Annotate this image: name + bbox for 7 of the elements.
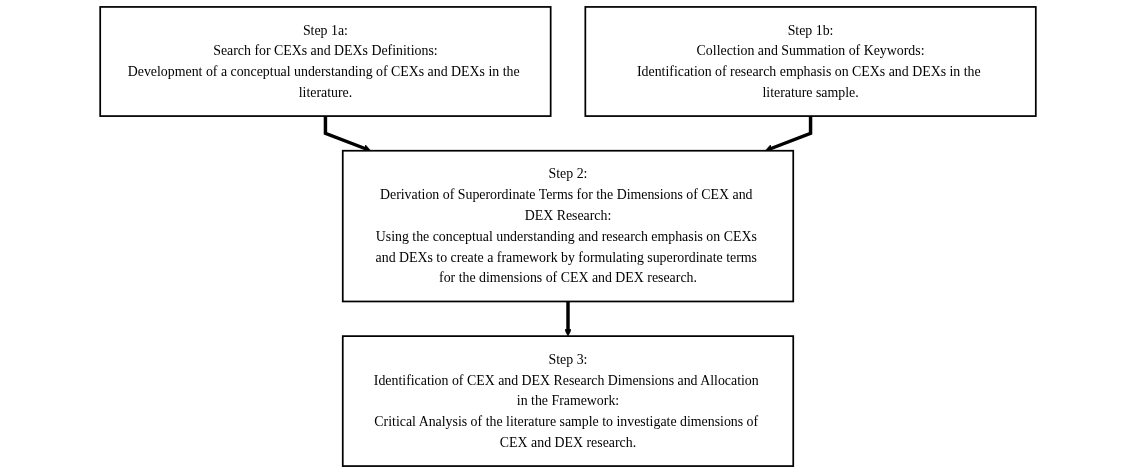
arrow (564, 301, 572, 337)
node-box: Step 3: Identification of CEX and DEX Research Dimensions and Allocation in the Framework: Critical Analysis of the literature sample to investigate dimensions of CEX and DEX research. (341, 335, 795, 467)
arrow (764, 116, 813, 152)
arrow (323, 116, 372, 152)
node-box: Step 1a: Search for CEXs and DEXs Definitions: Development of a conceptual understanding of CEXs and DEXs in the literature. (99, 6, 552, 117)
node-box: Step 2: Derivation of Superordinate Terms for the Dimensions of CEX and DEX Research: Using the conceptual understanding and research emphasis on CEXs and DEXs to create a framework by formulating superordinate terms for the dimensions of CEX and DEX research. (341, 149, 795, 303)
node-box: Step 1b: Collection and Summation of Keywords: Identification of research emphasis on CEXs and DEXs in the literature sample. (584, 6, 1037, 117)
